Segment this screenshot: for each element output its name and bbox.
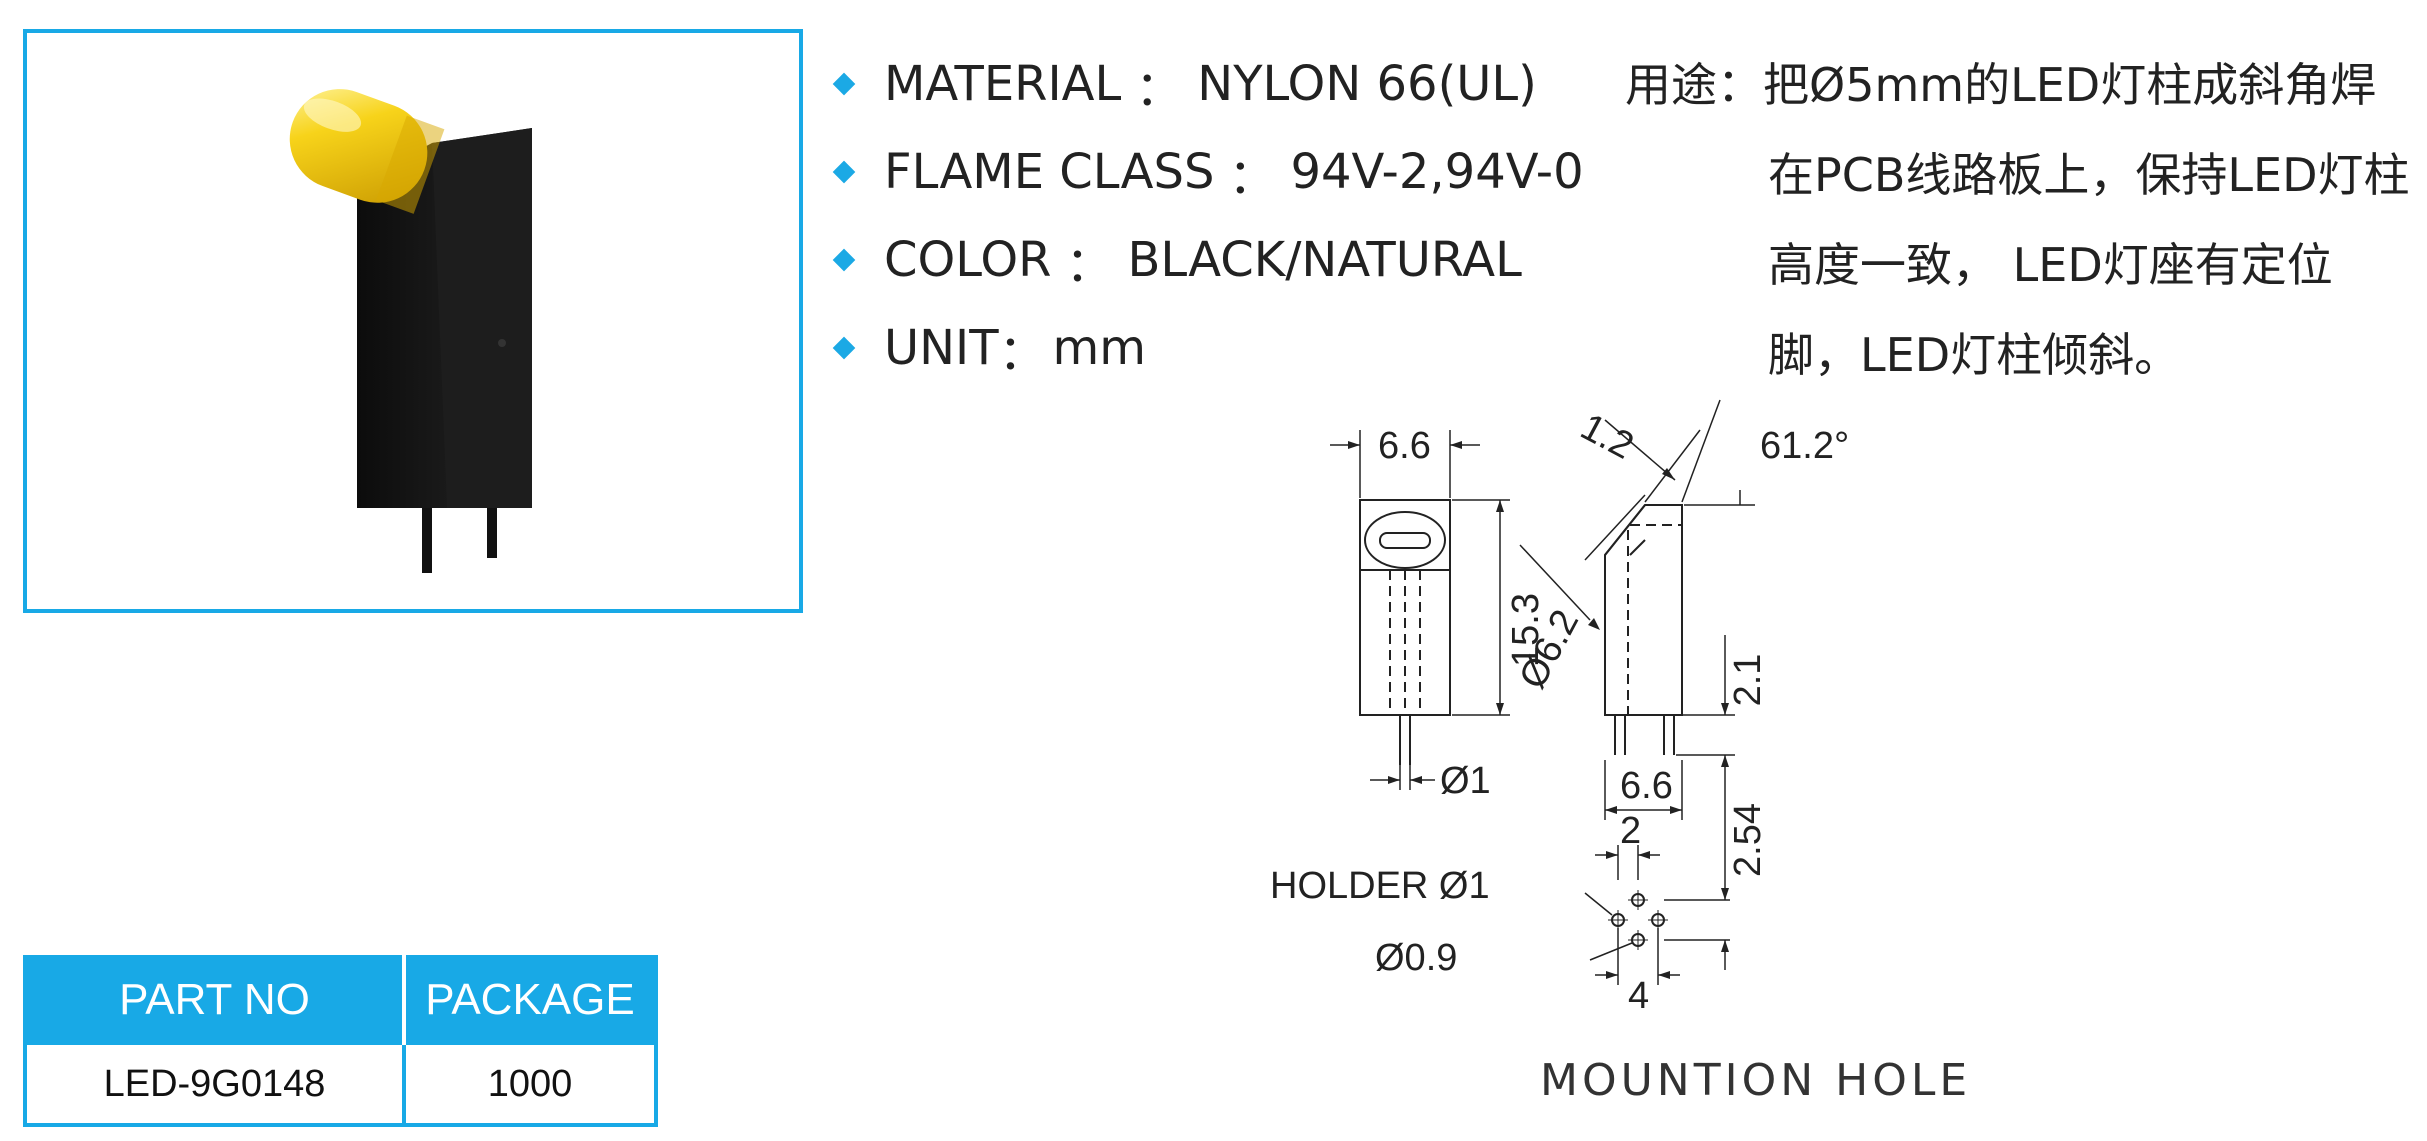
- spec-label: FLAME CLASS: [884, 144, 1215, 200]
- part-table: PART NO PACKAGE LED-9G0148 1000: [23, 955, 658, 1127]
- spec-separator: ：: [998, 325, 1047, 381]
- spec-separator: ：: [1065, 237, 1114, 293]
- pin-hole-label: Ø0.9: [1375, 937, 1457, 979]
- table-row: LED-9G0148 1000: [25, 1041, 656, 1125]
- dim-pitch-small: 2: [1620, 810, 1641, 852]
- usage-line: 脚，LED灯柱倾斜。: [1768, 328, 2181, 382]
- drawing-caption: MOUNTION HOLE: [1540, 1055, 1972, 1106]
- dim-pitch-vertical: 2.54: [1727, 803, 1769, 877]
- dim-height: 15.3: [1505, 593, 1547, 667]
- side-view: [1519, 399, 1755, 820]
- dim-pin-dia: Ø1: [1440, 760, 1491, 802]
- part-number-cell: LED-9G0148: [25, 1041, 406, 1125]
- bullet-diamond-icon: [832, 160, 856, 184]
- column-header-part-no: PART NO: [25, 957, 406, 1043]
- dim-pitch-horizontal: 4: [1628, 975, 1649, 1017]
- usage-label: 用途：: [1625, 58, 1763, 112]
- product-photo: [289, 89, 532, 573]
- spec-label: COLOR: [884, 232, 1052, 288]
- holder-hole-label: HOLDER Ø1: [1270, 865, 1490, 907]
- led-lamp: [289, 89, 445, 214]
- dim-standoff: 2.1: [1727, 654, 1769, 707]
- mounting-hole-pattern: [1584, 780, 1730, 985]
- bullet-diamond-icon: [832, 72, 856, 96]
- dim-width: 6.6: [1378, 425, 1431, 467]
- pin: [487, 503, 497, 558]
- spec-separator: ：: [1135, 61, 1184, 117]
- dim-tilt: 1.2: [1574, 406, 1640, 468]
- spec-value: NYLON 66(UL): [1197, 56, 1537, 112]
- dim-side-width: 6.6: [1620, 765, 1673, 807]
- usage-line: 用途：把Ø5mm的LED灯柱成斜角焊: [1625, 40, 2415, 130]
- usage-line: 高度一致， LED灯座有定位: [1768, 238, 2333, 292]
- spec-value: BLACK/NATURAL: [1127, 232, 1522, 288]
- column-header-package: PACKAGE: [404, 957, 656, 1043]
- spec-value: 94V-2,94V-0: [1290, 144, 1584, 200]
- technical-drawing: 6.6 15.3 Ø1 1.2 61.2° Ø6.2 2.1 6.6 2.54 …: [1270, 399, 1849, 1017]
- spec-row-unit: UNIT ： mm: [830, 304, 1590, 392]
- spec-value: mm: [1052, 320, 1147, 376]
- spec-row-flame-class: FLAME CLASS ： 94V-2,94V-0: [830, 128, 1590, 216]
- spec-label: UNIT: [884, 320, 999, 376]
- spec-label: MATERIAL: [884, 56, 1122, 112]
- spec-separator: ：: [1228, 149, 1277, 205]
- package-cell: 1000: [404, 1041, 656, 1125]
- spec-row-color: COLOR ： BLACK/NATURAL: [830, 216, 1590, 304]
- usage-description: 用途：把Ø5mm的LED灯柱成斜角焊 在PCB线路板上，保持LED灯柱 高度一致…: [1625, 40, 2415, 400]
- product-photo-frame: [23, 29, 803, 613]
- table-header-row: PART NO PACKAGE: [25, 957, 656, 1043]
- usage-text: 把Ø5mm的LED灯柱成斜角焊: [1763, 58, 2377, 112]
- spec-row-material: MATERIAL ： NYLON 66(UL): [830, 40, 1590, 128]
- bullet-diamond-icon: [832, 336, 856, 360]
- front-view: [1330, 430, 1510, 790]
- pin: [422, 503, 432, 573]
- bullet-diamond-icon: [832, 248, 856, 272]
- spec-list: MATERIAL ： NYLON 66(UL) FLAME CLASS ： 94…: [830, 40, 1590, 392]
- holder-side: [432, 128, 532, 508]
- usage-line: 在PCB线路板上，保持LED灯柱: [1768, 148, 2410, 202]
- dim-angle: 61.2°: [1760, 425, 1849, 467]
